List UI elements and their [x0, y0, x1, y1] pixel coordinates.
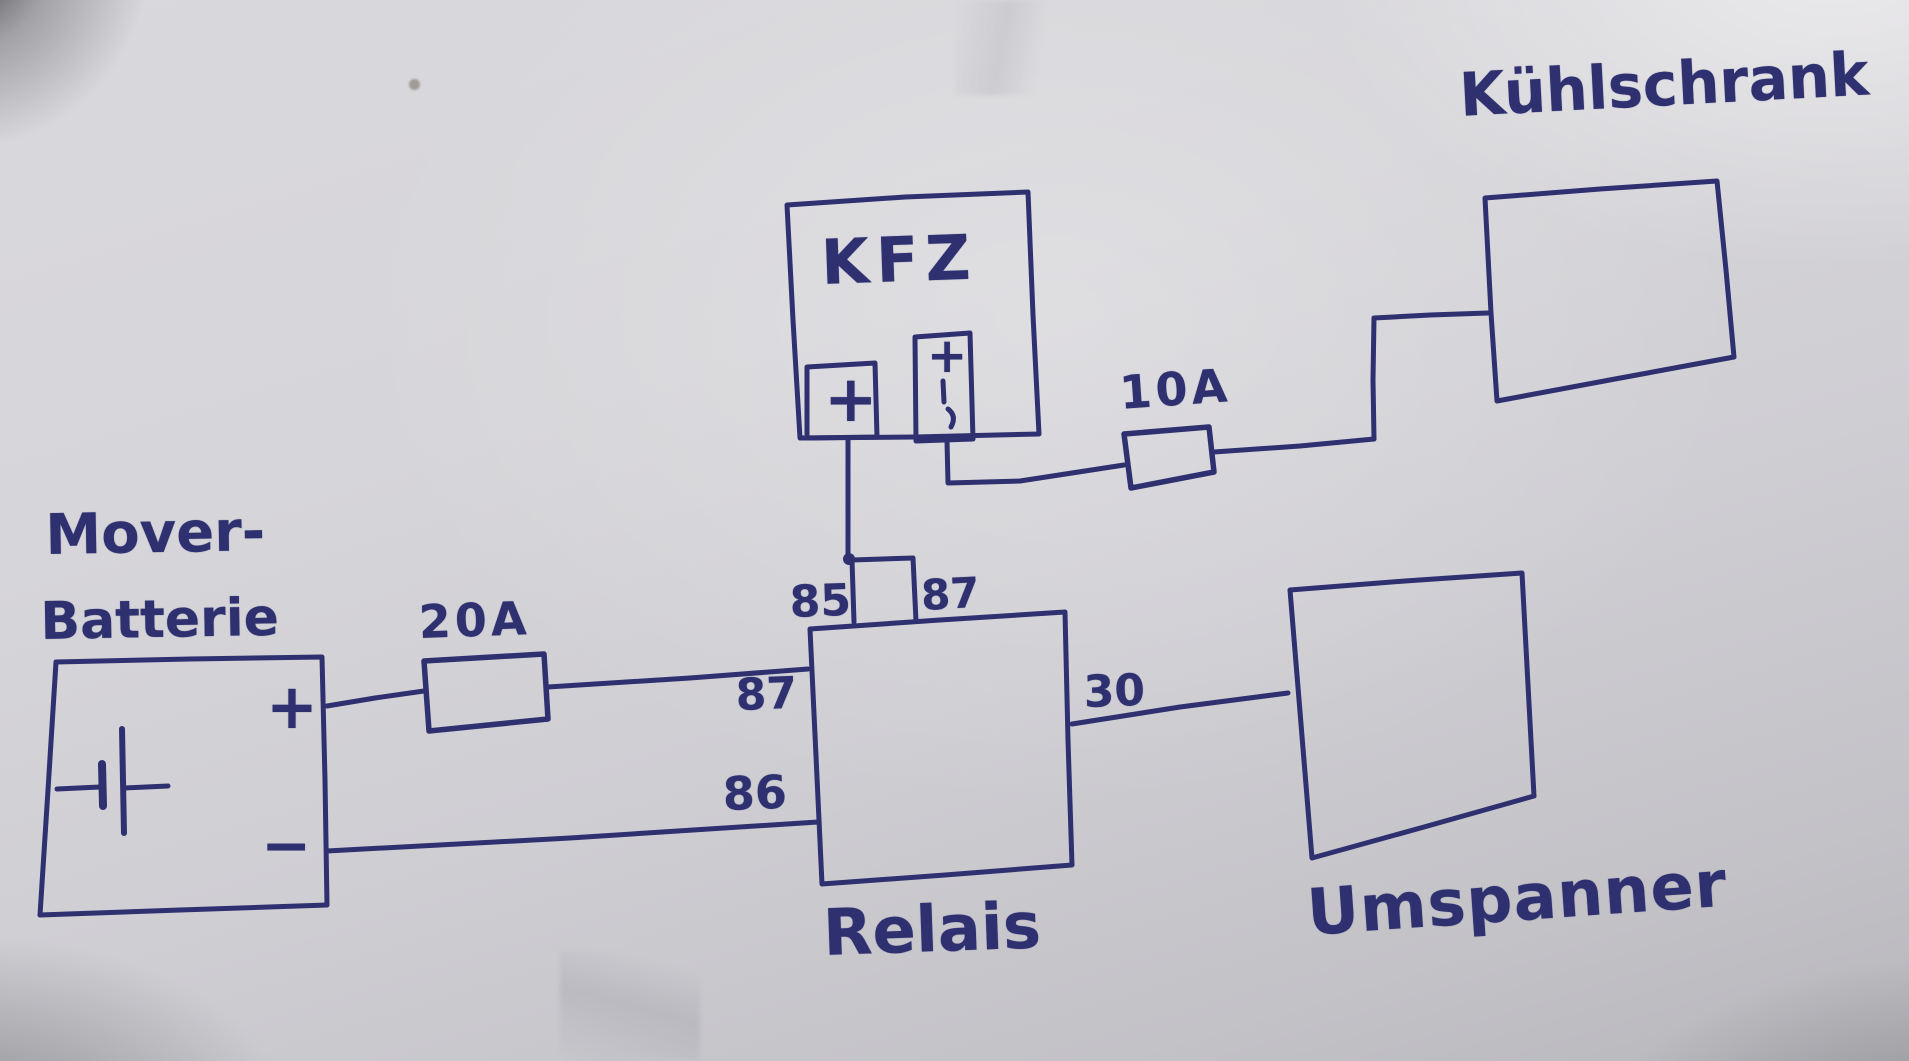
terminal2-dash-2 — [945, 406, 956, 430]
wire-battery-minus-to-relay-86 — [324, 819, 821, 854]
wire-kfz-plus-to-relay-tab — [843, 435, 855, 565]
umspanner-box — [1287, 570, 1537, 861]
wire-fuse20-to-relay-87 — [545, 666, 811, 690]
terminal2-dash-1 — [940, 378, 947, 405]
battery-plus-sign: + — [266, 670, 318, 743]
kfz-terminal2-plus: + — [927, 328, 968, 384]
kfz-terminal1-plus: + — [824, 363, 878, 437]
wire-junction-dot — [843, 553, 855, 565]
battery-cell-symbol — [54, 726, 171, 836]
fuse-20a-box — [421, 651, 551, 734]
relay-top-tab — [849, 555, 919, 625]
kfz-label: KFZ — [819, 220, 979, 299]
wire-kfz-terminal2-to-fuse10 — [944, 438, 1127, 486]
relay-pin-87-top-label: 87 — [919, 567, 981, 620]
fuse-20a-label: 20A — [417, 591, 532, 649]
wire-relay-30-to-umspanner — [1069, 690, 1291, 727]
battery-label-line2: Batterie — [39, 587, 280, 652]
kfz-terminal1-box — [804, 360, 880, 441]
relay-pin-85-label: 85 — [788, 574, 852, 628]
relay-pin-30-label: 30 — [1082, 664, 1146, 718]
fuse-10a-box — [1121, 424, 1217, 491]
relay-pin-87-left-label: 87 — [734, 667, 798, 721]
relay-label: Relais — [821, 889, 1043, 971]
wire-fuse10-to-kuehlschrank — [1211, 310, 1491, 455]
relay-pin-86-label: 86 — [721, 764, 788, 821]
kfz-box — [784, 189, 1042, 441]
fuse-10a-label: 10A — [1117, 358, 1233, 420]
wire-battery-plus-to-fuse20 — [324, 688, 427, 709]
battery-label-line1: Mover- — [44, 499, 266, 568]
relay-box — [807, 609, 1075, 887]
kuehlschrank-box — [1482, 178, 1737, 404]
battery-box — [37, 654, 330, 918]
kfz-terminal2-box — [912, 330, 976, 444]
battery-minus-sign: − — [261, 811, 312, 881]
